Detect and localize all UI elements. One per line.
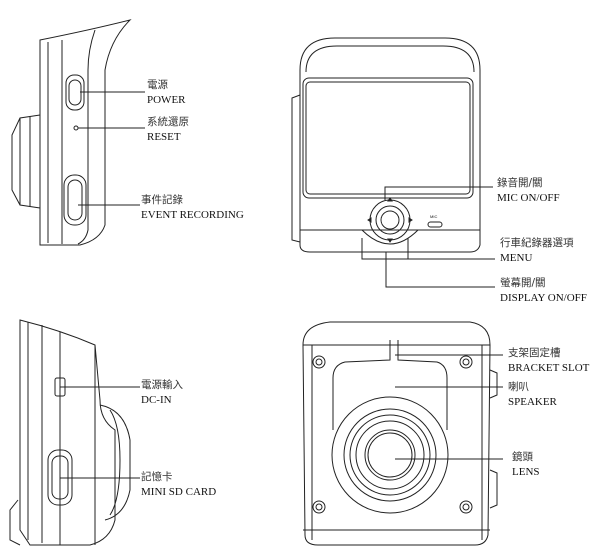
label-en: SPEAKER <box>508 396 557 408</box>
label-en: DC-IN <box>141 394 172 406</box>
rear-view-lens <box>302 321 498 546</box>
label-zh: 行車紀錄器選項 <box>500 237 574 249</box>
label-zh: 電源輸入 <box>141 379 183 391</box>
label-power: 電源 POWER <box>147 78 186 108</box>
label-en: DISPLAY ON/OFF <box>500 292 587 304</box>
side-view-left <box>9 319 131 546</box>
label-display: 螢幕開/關 DISPLAY ON/OFF <box>500 276 587 306</box>
label-zh: 記憶卡 <box>141 471 173 483</box>
label-zh: 螢幕開/關 <box>500 277 546 289</box>
label-zh: 系統還原 <box>147 116 189 128</box>
label-event-recording: 事件記錄 EVENT RECORDING <box>141 193 244 223</box>
label-reset: 系統還原 RESET <box>147 115 189 145</box>
label-en: MIC ON/OFF <box>497 192 560 204</box>
label-zh: 鏡頭 <box>512 451 533 463</box>
front-view-screen <box>291 37 481 253</box>
label-dc-in: 電源輸入 DC-IN <box>141 378 183 408</box>
label-en: RESET <box>147 131 181 143</box>
label-en: LENS <box>512 466 540 478</box>
label-speaker: 喇叭 SPEAKER <box>508 380 557 410</box>
label-zh: 電源 <box>147 79 168 91</box>
label-zh: 錄音開/關 <box>497 177 543 189</box>
label-mic: 錄音開/關 MIC ON/OFF <box>497 176 560 206</box>
label-bracket-slot: 支架固定槽 BRACKET SLOT <box>508 346 589 376</box>
callout-lines <box>60 91 503 479</box>
label-zh: 支架固定槽 <box>508 347 561 359</box>
label-en: POWER <box>147 94 186 106</box>
label-zh: 事件記錄 <box>141 194 183 206</box>
label-en: EVENT RECORDING <box>141 209 244 221</box>
side-view-right <box>11 19 132 246</box>
label-lens: 鏡頭 LENS <box>512 450 540 480</box>
label-en: MINI SD CARD <box>141 486 217 498</box>
label-sd-card: 記憶卡 MINI SD CARD <box>141 470 216 500</box>
label-zh: 喇叭 <box>508 381 529 393</box>
mic-hole-text: MIC <box>430 214 438 219</box>
label-menu: 行車紀錄器選項 MENU <box>500 236 574 266</box>
label-en: BRACKET SLOT <box>508 362 590 374</box>
label-en: MENU <box>500 252 533 264</box>
